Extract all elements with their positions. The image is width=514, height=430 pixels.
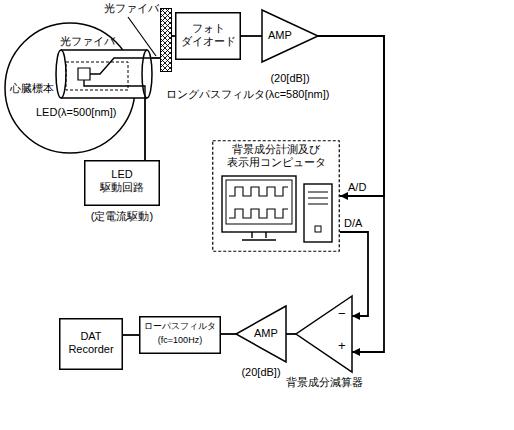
node-text: LED 駆動回路 <box>94 168 150 194</box>
fiber-label: 光ファイバ <box>104 2 159 15</box>
led-label: LED(λ=500[nm]) <box>36 106 116 119</box>
computer-tower <box>304 184 332 242</box>
node-text: 心臓標本 <box>10 82 54 95</box>
photodiode-box: フォト ダイオード <box>175 12 241 60</box>
fiber-probe: 光ファイバ <box>56 50 152 98</box>
signal-name: D/A <box>344 217 362 230</box>
monitor-symbol <box>222 176 296 240</box>
node-text: ロングパスフィルタ(λc=580[nm]) <box>166 88 330 101</box>
long-pass-filter-outline <box>160 8 172 72</box>
signal-wire <box>172 35 175 37</box>
signal-wire <box>221 333 236 335</box>
node-text: 背景成分計測及び 表示用コンピュータ <box>217 143 335 169</box>
node-text: 光ファイバ <box>60 35 115 48</box>
node-text: AMP <box>268 29 292 42</box>
node-subtext: (定電流駆動) <box>91 210 153 223</box>
computer-box: 背景成分計測及び 表示用コンピュータ <box>212 140 340 252</box>
amplifier-triangle: AMP(20[dB]) <box>236 306 286 362</box>
long-pass-filter: ロングパスフィルタ(λc=580[nm]) <box>160 8 172 72</box>
node-subtext: (20[dB]) <box>270 72 309 85</box>
node-text: AMP <box>254 327 278 340</box>
node-subtext: (20[dB]) <box>241 366 280 379</box>
node-subtext: (fc=100Hz) <box>158 335 202 346</box>
node-text: フォト ダイオード <box>180 22 236 48</box>
fiber-probe-outline <box>56 50 152 98</box>
signal-wire <box>241 35 262 37</box>
node-text: 背景成分減算器 <box>286 376 363 389</box>
amplifier-triangle: AMP(20[dB]) <box>262 10 318 62</box>
low-pass-filter-box: ローパスフィルタ (fc=100Hz) <box>139 316 221 354</box>
signal-wire <box>123 334 139 336</box>
signal-wire <box>318 36 384 196</box>
dat-recorder-box: DAT Recorder <box>59 318 123 370</box>
led-driver-box: LED 駆動回路(定電流駆動) <box>84 160 160 206</box>
signal-name: A/D <box>348 181 366 194</box>
pin-sign: − <box>338 306 346 322</box>
node-text: DAT Recorder <box>64 330 118 356</box>
signal-wire <box>286 333 296 335</box>
pin-sign: + <box>338 338 346 354</box>
node-text: ローパスフィルタ <box>144 321 216 332</box>
signal-wire <box>144 98 146 160</box>
signal-wire <box>152 57 160 59</box>
